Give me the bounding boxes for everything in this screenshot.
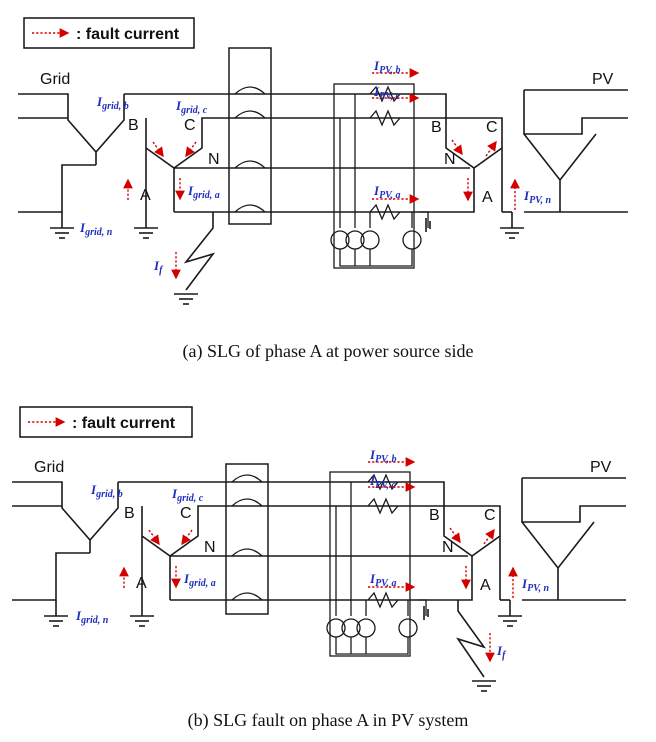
grid-wye-transformer-b — [12, 481, 119, 627]
neutral-label-grid: N — [208, 151, 220, 168]
phase-c-label-grid: C — [184, 117, 196, 134]
label-i-grid-n-b: Igrid, n — [75, 608, 109, 626]
neutral-label-pv: N — [444, 151, 456, 168]
label-i-grid-b-b: Igrid, b — [90, 482, 123, 500]
circuit-diagram-a: : fault current Grid B C N A — [18, 17, 628, 362]
pv-measurement-block — [330, 83, 431, 269]
ground-icon-grid-neutral — [134, 227, 158, 239]
label-i-grid-b: Igrid, b — [96, 94, 129, 112]
ground-icon-pv-neutral-b — [498, 615, 522, 627]
pv-label: PV — [592, 71, 614, 88]
ground-icon-pv-neutral — [500, 227, 524, 239]
phase-b-label-pv: B — [431, 119, 442, 136]
label-i-grid-c: Igrid, c — [175, 98, 208, 116]
ground-icon-fault-b — [472, 680, 496, 692]
phase-b-label-grid-b: B — [124, 505, 135, 522]
label-i-pv-b: IPV, b — [373, 58, 401, 76]
fault-path-a — [174, 212, 216, 305]
arrow-grid-b — [152, 141, 164, 158]
legend: : fault current — [23, 17, 195, 49]
pv-side-transformer-b: B C N A — [398, 481, 522, 627]
label-i-fault-a: If — [153, 258, 164, 276]
pv-wye-transformer-b — [521, 477, 626, 601]
phase-c-label-pv: C — [486, 119, 498, 136]
phase-a-label-pv: A — [482, 189, 493, 206]
caption-a: (a) SLG of phase A at power source side — [183, 341, 474, 362]
legend-text-b: : fault current — [72, 415, 176, 432]
phase-a-label-grid: A — [140, 187, 151, 204]
grid-side-transformer-b: B C N A — [118, 481, 468, 627]
phase-c-label-pv-b: C — [484, 507, 496, 524]
label-i-grid-c-b: Igrid, c — [171, 486, 204, 504]
grid-label-b: Grid — [34, 459, 64, 476]
arrow-pv-side-c — [485, 140, 497, 157]
phase-b-label-pv-b: B — [429, 507, 440, 524]
label-i-pv-c: IPV, c — [373, 84, 401, 102]
label-i-pv-c-b: IPV, c — [369, 473, 397, 491]
arrow-grid-c-b — [181, 529, 193, 546]
ground-icon-fault-a — [174, 293, 198, 305]
label-i-pv-n: IPV, n — [523, 188, 552, 206]
ground-icon-grid-left — [50, 227, 74, 239]
label-i-pv-n-b: IPV, n — [521, 576, 550, 594]
circuit-diagram-b: : fault current Grid B C N A — [12, 406, 626, 731]
fault-path-b — [456, 600, 496, 692]
pv-wye-transformer — [523, 89, 628, 213]
phase-a-label-pv-b: A — [480, 577, 491, 594]
ground-icon-grid-left-b — [44, 615, 68, 627]
label-i-grid-n: Igrid, n — [79, 220, 113, 238]
phase-b-label-grid: B — [128, 117, 139, 134]
label-i-pv-b-b: IPV, b — [369, 447, 397, 465]
grid-side-transformer: B C N A — [124, 93, 470, 239]
arrow-pv-side-b — [451, 139, 463, 156]
label-i-fault-b: If — [496, 643, 507, 661]
legend-text: : fault current — [76, 26, 180, 43]
phase-a-label-grid-b: A — [136, 575, 147, 592]
neutral-label-pv-b: N — [442, 539, 454, 556]
arrow-pv-side-b-b — [449, 527, 461, 544]
pv-measurement-block-b — [326, 471, 429, 657]
phase-c-label-grid-b: C — [180, 505, 192, 522]
panel-a: : fault current Grid B C N A — [18, 17, 628, 362]
label-i-pv-a: IPV, a — [373, 183, 401, 201]
label-i-grid-a-b: Igrid, a — [183, 571, 216, 589]
pv-label-b: PV — [590, 459, 612, 476]
breaker-panel — [228, 47, 272, 225]
caption-b: (b) SLG fault on phase A in PV system — [188, 710, 469, 731]
grid-label: Grid — [40, 71, 70, 88]
ground-icon-grid-neutral-b — [130, 615, 154, 627]
grid-wye-transformer — [18, 93, 125, 239]
arrow-grid-c — [185, 141, 197, 158]
neutral-label-grid-b: N — [204, 539, 216, 556]
legend-b: : fault current — [19, 406, 193, 438]
panel-b: : fault current Grid B C N A — [0, 371, 656, 742]
breaker-panel-b — [225, 463, 269, 615]
arrow-grid-b-b — [148, 529, 160, 546]
pv-side-transformer: B C N A — [400, 93, 524, 239]
arrow-pv-side-c-b — [483, 528, 495, 545]
label-i-grid-a: Igrid, a — [187, 183, 220, 201]
label-i-pv-a-b: IPV, a — [369, 571, 397, 589]
